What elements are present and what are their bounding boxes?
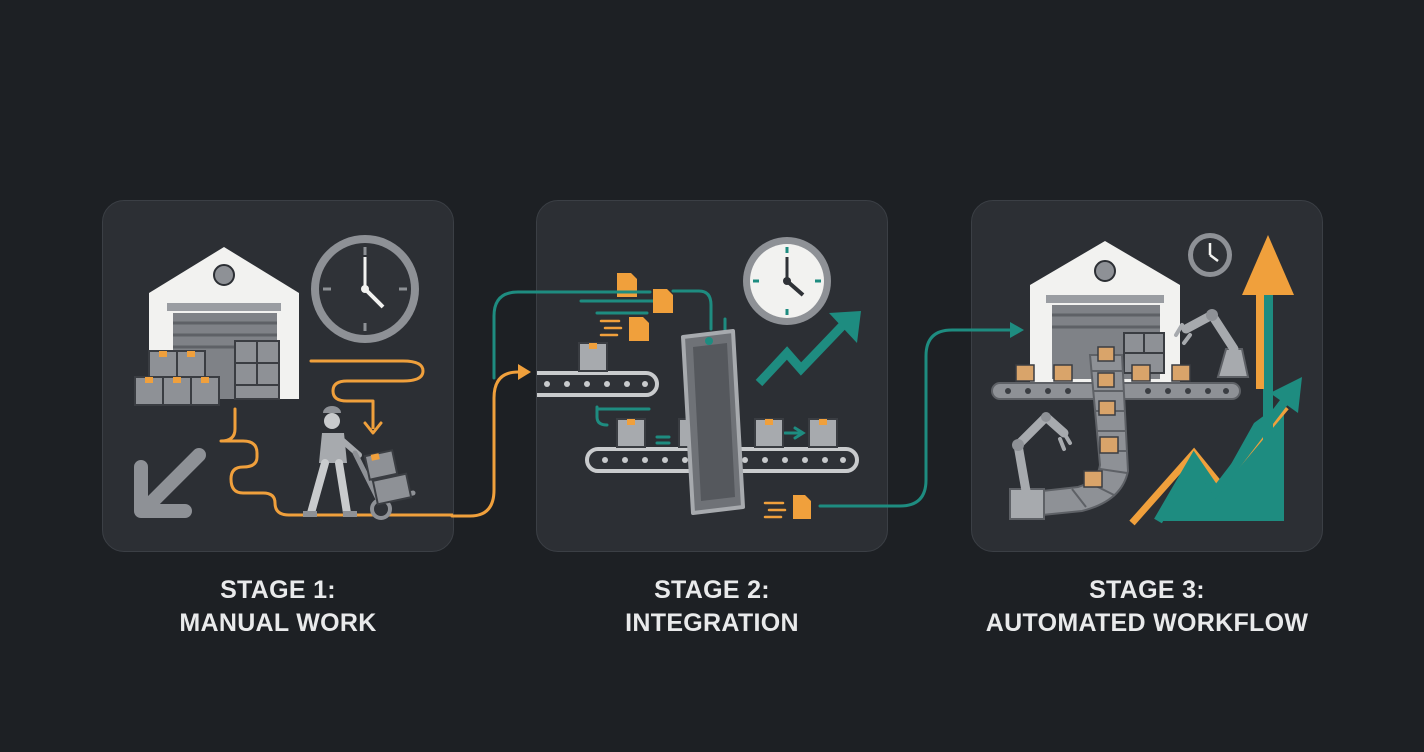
stage-3-number: STAGE 3: — [1089, 576, 1205, 604]
hand-truck-icon — [352, 449, 416, 520]
robot-arm-icon — [1009, 412, 1072, 520]
conveyor-belt-icon — [537, 371, 659, 397]
clock-icon — [1188, 233, 1232, 277]
stage-2-caption: STAGE 2: INTEGRATION — [502, 574, 922, 640]
robot-arm-icon — [1174, 309, 1250, 378]
growth-chart-icon — [1129, 235, 1302, 526]
clock-icon — [311, 235, 419, 343]
stage-2-panel — [536, 200, 888, 552]
box-icon — [134, 350, 220, 406]
arrow-down-left-icon — [134, 448, 206, 518]
clock-icon — [743, 237, 831, 325]
stage-1-number: STAGE 1: — [220, 576, 336, 604]
stage-1-panel — [102, 200, 454, 552]
worker-icon — [303, 406, 362, 517]
stage-1-title: MANUAL WORK — [179, 609, 377, 637]
stage-3-title: AUTOMATED WORKFLOW — [985, 609, 1309, 637]
stage-3-panel — [971, 200, 1323, 552]
stage-2-title: INTEGRATION — [625, 609, 799, 637]
stage-3-caption: STAGE 3: AUTOMATED WORKFLOW — [937, 574, 1357, 640]
stage-1-caption: STAGE 1: MANUAL WORK — [68, 574, 488, 640]
arrowhead-icon — [518, 364, 531, 380]
stage-2-number: STAGE 2: — [654, 576, 770, 604]
tablet-icon — [681, 329, 745, 515]
